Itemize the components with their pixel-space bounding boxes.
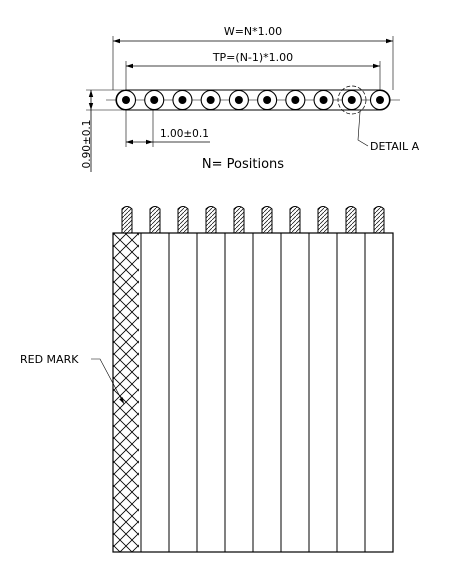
conductor-end-10	[373, 206, 385, 234]
conductor-end-3	[177, 206, 189, 234]
red-mark-stripe	[113, 233, 139, 552]
red-mark-label: RED MARK	[20, 353, 79, 366]
pitch-label: 1.00±0.1	[160, 128, 209, 140]
conductor-core-8	[319, 96, 328, 104]
conductor-end-5	[233, 206, 245, 234]
cable-front-view: RED MARK	[20, 206, 394, 553]
conductor-end-9	[345, 206, 357, 234]
total-pitch-label: TP=(N-1)*1.00	[212, 51, 293, 64]
conductor-end-4	[205, 206, 217, 234]
overall-width-label: W=N*1.00	[224, 25, 282, 38]
detail-a-label: DETAIL A	[370, 140, 420, 153]
detail-a-callout: DETAIL A	[337, 85, 420, 153]
cross-section-view: W=N*1.00 TP=(N-1)*1.00 DETAIL A	[81, 25, 420, 172]
conductor-end-1	[121, 206, 133, 234]
conductor-core-3	[178, 96, 187, 104]
conductor-end-8	[317, 206, 329, 234]
conductor-core-2	[150, 96, 159, 104]
conductor-end-2	[149, 206, 161, 234]
thickness-label: 0.90±0.1	[81, 120, 93, 169]
conductor-core-7	[291, 96, 300, 104]
conductor-core-1	[122, 96, 130, 104]
red-mark-callout: RED MARK	[20, 353, 125, 405]
conductor-ends	[121, 206, 385, 234]
total-pitch-dimension: TP=(N-1)*1.00	[125, 51, 381, 90]
conductor-circles	[115, 89, 391, 111]
conductor-core-5	[234, 96, 243, 104]
pitch-dimension: 1.00±0.1	[125, 110, 210, 147]
conductor-core-10	[376, 96, 384, 104]
overall-width-dimension: W=N*1.00	[112, 25, 394, 90]
cable-cross-section	[106, 89, 400, 111]
conductor-core-4	[206, 96, 215, 104]
conductor-divisions	[140, 233, 366, 552]
conductor-end-7	[289, 206, 301, 234]
conductor-core-6	[263, 96, 272, 104]
thickness-dimension: 0.90±0.1	[81, 89, 124, 172]
conductor-end-6	[261, 206, 273, 234]
conductor-core-9	[347, 96, 356, 104]
positions-note: N= Positions	[202, 157, 284, 172]
